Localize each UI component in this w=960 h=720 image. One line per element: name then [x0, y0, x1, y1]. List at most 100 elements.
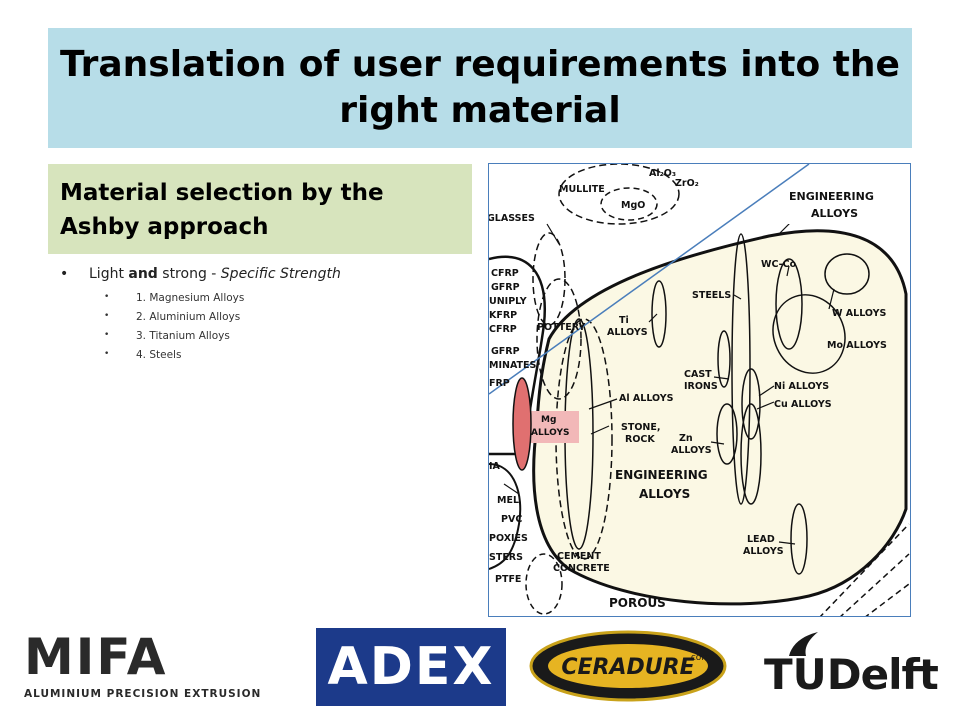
ceradure-logo: CERADURE .com — [528, 630, 728, 702]
tudelft-delft: Delft — [826, 650, 939, 699]
adex-logo: ADEX — [316, 628, 506, 706]
mg-alloys-ellipse — [512, 377, 532, 471]
cement-label-1: CEMENT — [557, 551, 601, 562]
pottery-label: POTTERY — [537, 322, 586, 333]
ti-alloys-ellipse — [651, 280, 667, 348]
cu-alloys-ellipse — [740, 403, 762, 505]
kfrp-label: KFRP — [489, 310, 517, 321]
adex-wordmark: ADEX — [327, 637, 495, 697]
esters-label: STERS — [489, 552, 523, 563]
mg-alloys-label-2: ALLOYS — [531, 428, 569, 438]
engineering-alloys-top-line2: ALLOYS — [811, 207, 858, 220]
zn-alloys-ellipse — [716, 403, 738, 465]
slide-title: Translation of user requirements into th… — [60, 44, 900, 131]
ia-label: IA — [489, 461, 501, 472]
pottery-dashed — [536, 278, 582, 400]
porous-label: POROUS — [609, 596, 666, 610]
ti-alloys-label-1: Ti — [619, 315, 629, 326]
mullite-label: MULLITE — [559, 184, 605, 195]
engineering-alloys-top-line1: ENGINEERING — [789, 190, 874, 203]
w-alloys-label: W ALLOYS — [832, 308, 887, 319]
ni-alloys-ellipse — [741, 368, 761, 440]
glasses-label: GLASSES — [489, 213, 535, 224]
cement-label-2: CONCRETE — [553, 563, 610, 574]
mel-label: MEL — [497, 495, 519, 506]
ceramics-dashed — [558, 164, 680, 225]
ceradure-badge: CERADURE .com — [529, 630, 727, 702]
zro2-label: ZrO₂ — [675, 178, 699, 189]
porous-dashed-lines — [819, 523, 910, 616]
tudelft-wordmark: TUDelft — [764, 650, 939, 700]
ni-alloys-label: Ni ALLOYS — [774, 381, 829, 392]
sub-bullet: 1. Magnesium Alloys — [60, 292, 470, 304]
ceradure-wordmark: CERADURE — [561, 655, 694, 680]
engineering-alloys-main-line2: ALLOYS — [639, 487, 690, 501]
title-banner: Translation of user requirements into th… — [48, 28, 912, 148]
sub-bullet: 2. Aluminium Alloys — [60, 311, 470, 323]
ceradure-suffix: .com — [688, 653, 710, 663]
bullet-main-bold: and — [128, 266, 158, 282]
laminates-label: MINATES — [489, 360, 537, 371]
engineering-alloys-region — [532, 229, 908, 606]
logo-strip: MIFA ALUMINIUM PRECISION EXTRUSION ADEX … — [0, 622, 960, 720]
engineering-alloys-main-label: ENGINEERING ALLOYS — [615, 468, 708, 501]
bullet-main-middle: strong - — [157, 266, 221, 282]
al-alloys-label: Al ALLOYS — [619, 393, 674, 404]
sub-bullet: 4. Steels — [60, 349, 470, 361]
mo-alloys-ellipse — [772, 294, 846, 374]
al2o3-label: Al₂O₃ — [649, 168, 676, 179]
uniply-label: UNIPLY — [489, 296, 527, 307]
polymers-region — [489, 463, 522, 570]
steels-label: STEELS — [692, 290, 731, 301]
slide-subtitle: Material selection by the Ashby approach — [60, 180, 384, 240]
gfrp2-label: GFRP — [491, 346, 520, 357]
stone-rock-label-1: STONE, — [621, 422, 660, 433]
bullet-main-prefix: Light — [89, 266, 129, 282]
mifa-tagline: ALUMINIUM PRECISION EXTRUSION — [24, 688, 262, 700]
subtitle-banner: Material selection by the Ashby approach — [48, 164, 472, 254]
mgo-label: MgO — [621, 200, 645, 211]
sub-bullet: 3. Titanium Alloys — [60, 330, 470, 342]
guide-line — [489, 164, 810, 395]
cast-irons-label-1: CAST — [684, 369, 712, 380]
bullet-main-italic: Specific Strength — [220, 266, 341, 282]
glasses-dashed — [532, 232, 566, 326]
mgo-dashed — [600, 187, 658, 221]
bullet-list: Light and strong - Specific Strength 1. … — [60, 266, 470, 368]
lead-alloys-ellipse — [790, 503, 808, 575]
ashby-diagram-svg: ENGINEERING ALLOYS ENGINEERING ALLOYS ST… — [489, 164, 910, 616]
cu-alloys-label: Cu ALLOYS — [774, 399, 832, 410]
cfrp2-label: CFRP — [489, 324, 517, 335]
zn-alloys-label-2: ALLOYS — [671, 445, 712, 456]
engineering-alloys-top-label: ENGINEERING ALLOYS — [787, 184, 893, 224]
ti-alloys-label-2: ALLOYS — [607, 327, 648, 338]
cast-irons-ellipse — [717, 330, 731, 388]
leader-lines — [503, 221, 835, 545]
w-alloys-ellipse — [824, 253, 870, 295]
tudelft-flame-icon — [789, 632, 818, 656]
mg-alloys-highlight-box — [527, 411, 579, 443]
stone-rock-label-2: ROCK — [625, 434, 655, 445]
wc-co-label: WC-Co — [761, 259, 797, 270]
lead-alloys-label-2: ALLOYS — [743, 546, 784, 557]
ptfe-label: PTFE — [495, 574, 521, 585]
bullet-main: Light and strong - Specific Strength — [60, 266, 470, 282]
ashby-diagram: ENGINEERING ALLOYS ENGINEERING ALLOYS ST… — [488, 163, 911, 617]
mo-alloys-label: Mo ALLOYS — [827, 340, 887, 351]
cement-dashed — [525, 553, 563, 615]
lead-alloys-label-1: LEAD — [747, 534, 775, 545]
pvc-label: PVC — [501, 514, 522, 525]
mifa-logo: MIFA ALUMINIUM PRECISION EXTRUSION — [24, 630, 294, 706]
epoxies-label: POXIES — [489, 533, 528, 544]
mifa-wordmark: MIFA — [24, 628, 168, 686]
engineering-alloys-main-line1: ENGINEERING — [615, 468, 708, 482]
gfrp-label: GFRP — [491, 282, 520, 293]
frp-label: FRP — [489, 378, 510, 389]
mg-alloys-label-1: Mg — [541, 415, 556, 425]
cast-irons-label-2: IRONS — [684, 381, 718, 392]
tudelft-tu: TU — [764, 650, 827, 699]
zn-alloys-label-1: Zn — [679, 433, 693, 444]
tudelft-logo: TUDelft — [764, 630, 944, 706]
cfrp-label: CFRP — [491, 268, 519, 279]
wc-co-ellipse — [775, 258, 803, 350]
